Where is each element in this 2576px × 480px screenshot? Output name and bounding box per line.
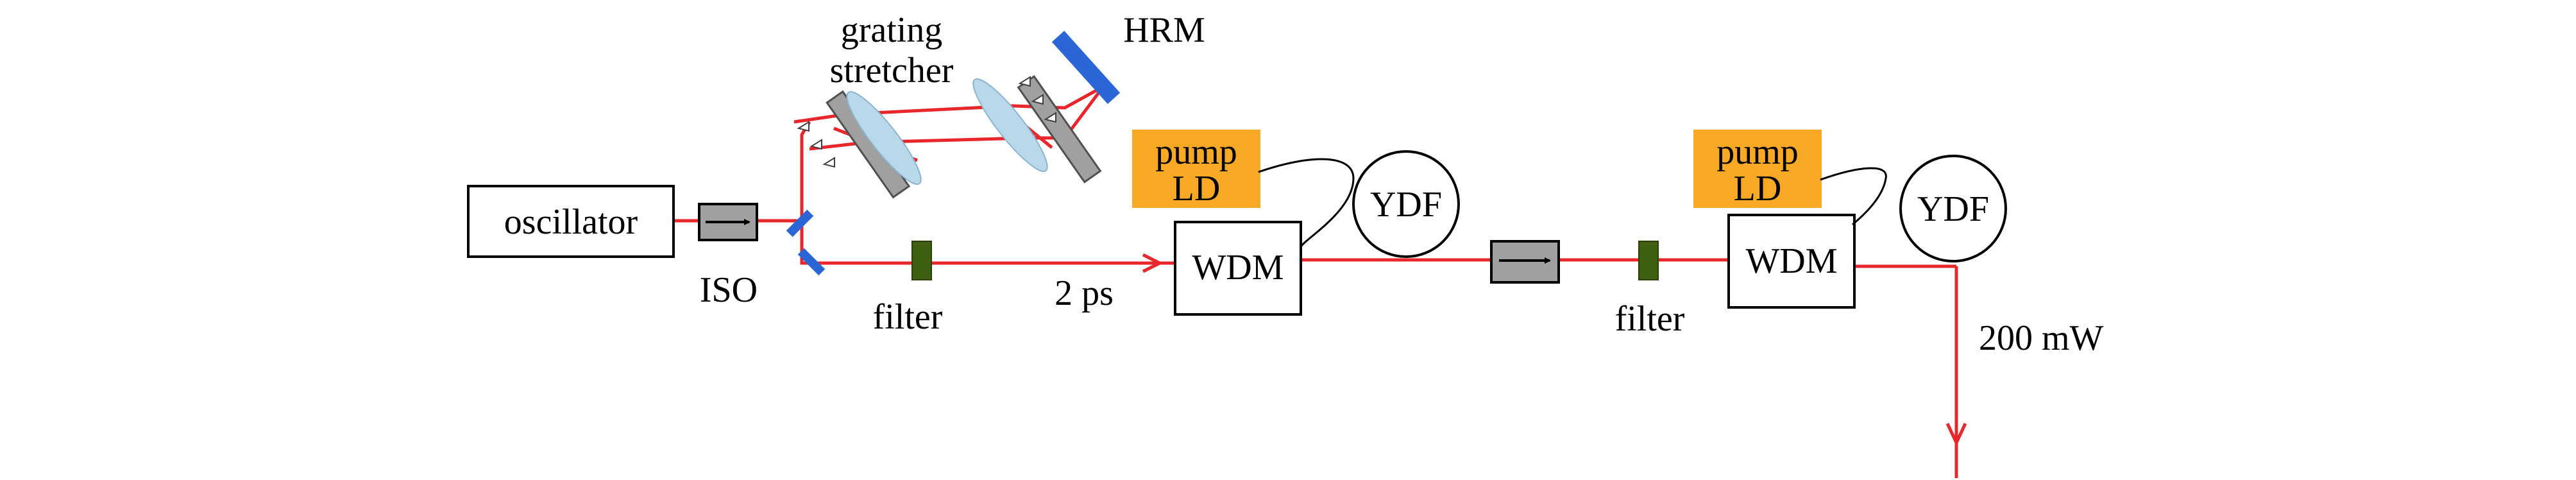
pump1-label-line2: LD	[1173, 169, 1221, 209]
beam-arrow-head	[1142, 253, 1164, 273]
hrm-mirror	[1051, 30, 1121, 105]
oscillator-box	[467, 185, 675, 258]
beam-mirror2-to-filter	[800, 221, 1142, 265]
filter2-label: filter	[1615, 299, 1685, 339]
oscillator-label: oscillator	[504, 202, 638, 242]
iso-label: ISO	[700, 270, 758, 310]
pump-ld-1	[1132, 130, 1260, 208]
pump-ld-2	[1693, 130, 1822, 208]
lens-2	[972, 78, 1048, 172]
ydf-1	[1352, 150, 1460, 258]
hrm-label: HRM	[1123, 10, 1205, 50]
pump2-label-line1: pump	[1716, 132, 1799, 172]
pump1-label-line1: pump	[1155, 132, 1237, 172]
output-power-label: 200 mW	[1979, 318, 2104, 358]
isolator-1	[698, 203, 758, 241]
wdm1-label: WDM	[1192, 248, 1284, 287]
pump2-label-line2: LD	[1734, 169, 1782, 209]
isolator-2	[1490, 240, 1560, 284]
pulse-duration-label: 2 ps	[1055, 273, 1114, 313]
ydf1-label: YDF	[1370, 185, 1442, 225]
wdm2-label: WDM	[1745, 241, 1837, 281]
wdm-2	[1727, 214, 1856, 309]
grating-label-line2: stretcher	[830, 51, 954, 90]
output-arrow-head	[1945, 422, 1967, 447]
ydf-2	[1899, 155, 2007, 262]
wdm-1	[1174, 221, 1302, 316]
grating-2	[1017, 74, 1102, 184]
pump2-fiber	[1820, 167, 1887, 226]
ydf2-label: YDF	[1917, 189, 1989, 229]
beam-mirror-to-grating	[800, 121, 811, 221]
filter-1	[911, 241, 932, 280]
grating-label-line1: grating	[841, 10, 943, 50]
beam-stretcher-upper	[793, 85, 1105, 124]
mirror-lower	[797, 248, 826, 276]
filter-2	[1638, 241, 1659, 280]
mirror-upper	[786, 209, 814, 237]
pump1-fiber	[1258, 158, 1355, 248]
lens-1	[846, 91, 922, 185]
filter1-label: filter	[873, 297, 943, 337]
